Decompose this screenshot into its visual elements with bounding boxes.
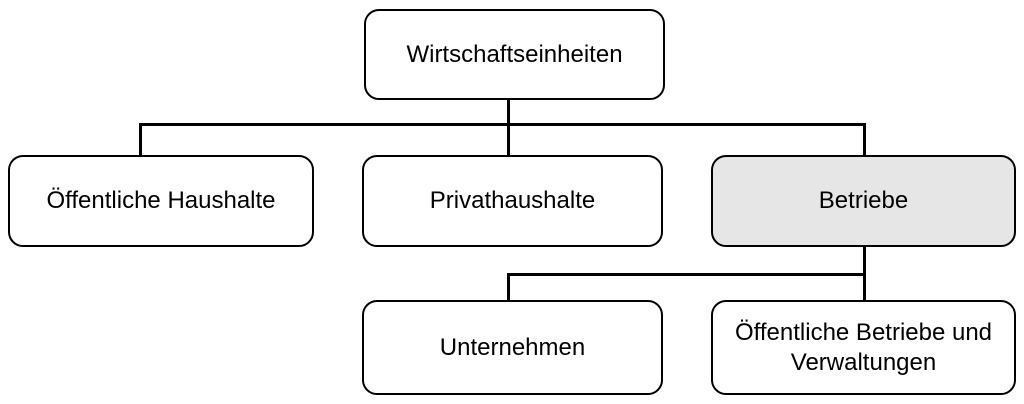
edge-drop-unternehmen <box>507 273 510 301</box>
edge-root-down <box>507 99 510 156</box>
node-wirtschaftseinheiten: Wirtschaftseinheiten <box>364 9 665 100</box>
node-label: Privathaushalte <box>429 187 596 214</box>
node-unternehmen: Unternehmen <box>362 300 663 395</box>
edge-level2-horizontal <box>139 123 866 126</box>
edge-drop-betriebe <box>863 123 866 156</box>
node-label: Wirtschaftseinheiten <box>406 40 623 68</box>
node-label: Öffentliche Betriebe und Verwaltungen <box>734 318 993 376</box>
node-oeffentliche-haushalte: Öffentliche Haushalte <box>8 155 314 247</box>
node-label: Öffentliche Haushalte <box>46 187 276 214</box>
edge-level3-horizontal <box>507 273 866 276</box>
node-privathaushalte: Privathaushalte <box>362 155 663 247</box>
node-label: Betriebe <box>818 187 909 214</box>
edge-drop-oeffentliche-haushalte <box>139 123 142 156</box>
node-label: Unternehmen <box>439 333 586 361</box>
node-betriebe: Betriebe <box>711 155 1016 247</box>
node-oeffentliche-betriebe-und-verwaltungen: Öffentliche Betriebe und Verwaltungen <box>711 300 1016 395</box>
